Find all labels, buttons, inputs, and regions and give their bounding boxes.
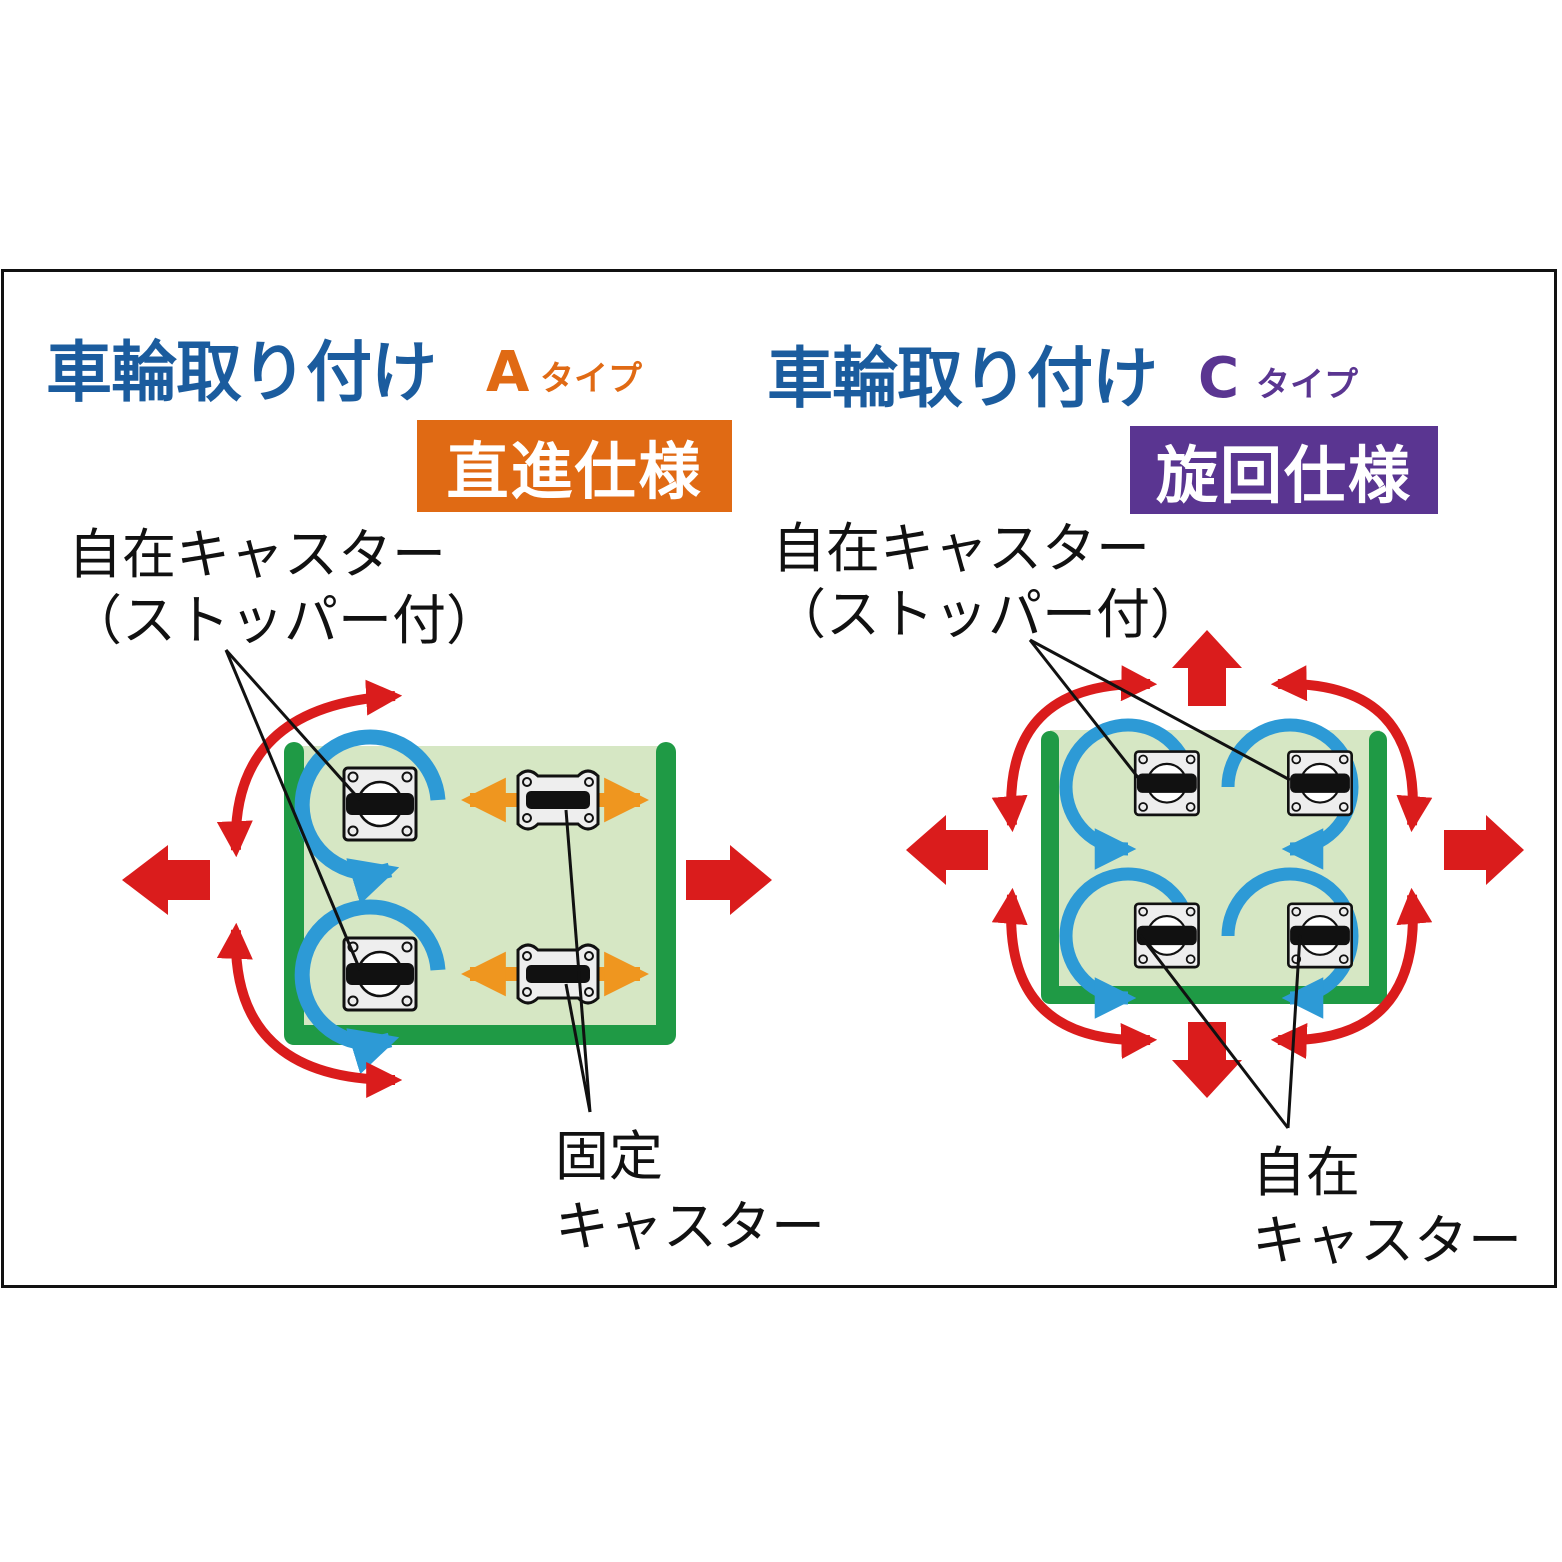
leader-lines	[1028, 638, 1302, 1129]
straight-spec-badge: 直進仕様	[417, 420, 732, 512]
red-curve-arrow-icon	[991, 887, 1158, 1059]
fixed-caster-label-line2: キャスター	[555, 1195, 825, 1258]
red-move-arrow-icon	[686, 845, 772, 915]
a-type-letter: A	[486, 340, 530, 405]
swivel-caster-icon	[342, 766, 418, 842]
a-type-suffix: タイプ	[540, 359, 642, 399]
a-type-diagram	[122, 649, 772, 1113]
c-type-suffix: タイプ	[1256, 365, 1358, 405]
cart-frame	[1041, 731, 1387, 1004]
red-curve-arrow-icon	[216, 679, 403, 858]
swivel-stopper-label-line1: 自在キャスター	[772, 517, 1150, 580]
fixed-caster-icon	[516, 943, 600, 1005]
diagram-frame	[1, 269, 1557, 1288]
swivel-caster-icon	[1286, 750, 1353, 817]
red-curve-arrow-icon	[1270, 665, 1433, 833]
swivel-caster-label-line1-right: 自在	[1252, 1141, 1360, 1204]
fixed-caster-label-line1: 固定	[555, 1125, 663, 1188]
red-curve-arrow-icon	[1270, 887, 1433, 1059]
swivel-caster-label-line2-right: キャスター	[1252, 1209, 1522, 1272]
red-move-arrow-icon	[906, 815, 988, 885]
swivel-caster-icon	[342, 936, 418, 1012]
swivel-caster-label-line2: （ストッパー付）	[68, 589, 500, 652]
red-move-arrow-icon	[1444, 815, 1524, 885]
swivel-caster-label-line1: 自在キャスター	[68, 523, 446, 586]
fixed-caster-icon	[516, 769, 600, 831]
cart-frame	[284, 742, 676, 1045]
red-move-arrow-icon	[1172, 1022, 1242, 1098]
swivel-stopper-label-line2: （ストッパー付）	[772, 583, 1204, 646]
turning-spec-badge: 旋回仕様	[1130, 426, 1438, 514]
heading-left: 車輪取り付け	[46, 334, 437, 411]
heading-right: 車輪取り付け	[767, 340, 1158, 417]
swivel-caster-icon	[1133, 750, 1200, 817]
red-move-arrow-icon	[1172, 630, 1242, 706]
red-move-arrow-icon	[122, 845, 210, 915]
leader-lines	[224, 649, 592, 1113]
c-type-letter: C	[1198, 346, 1240, 411]
swivel-caster-icon	[1133, 902, 1200, 969]
c-type-diagram	[906, 630, 1524, 1129]
red-curve-arrow-icon	[216, 922, 403, 1098]
